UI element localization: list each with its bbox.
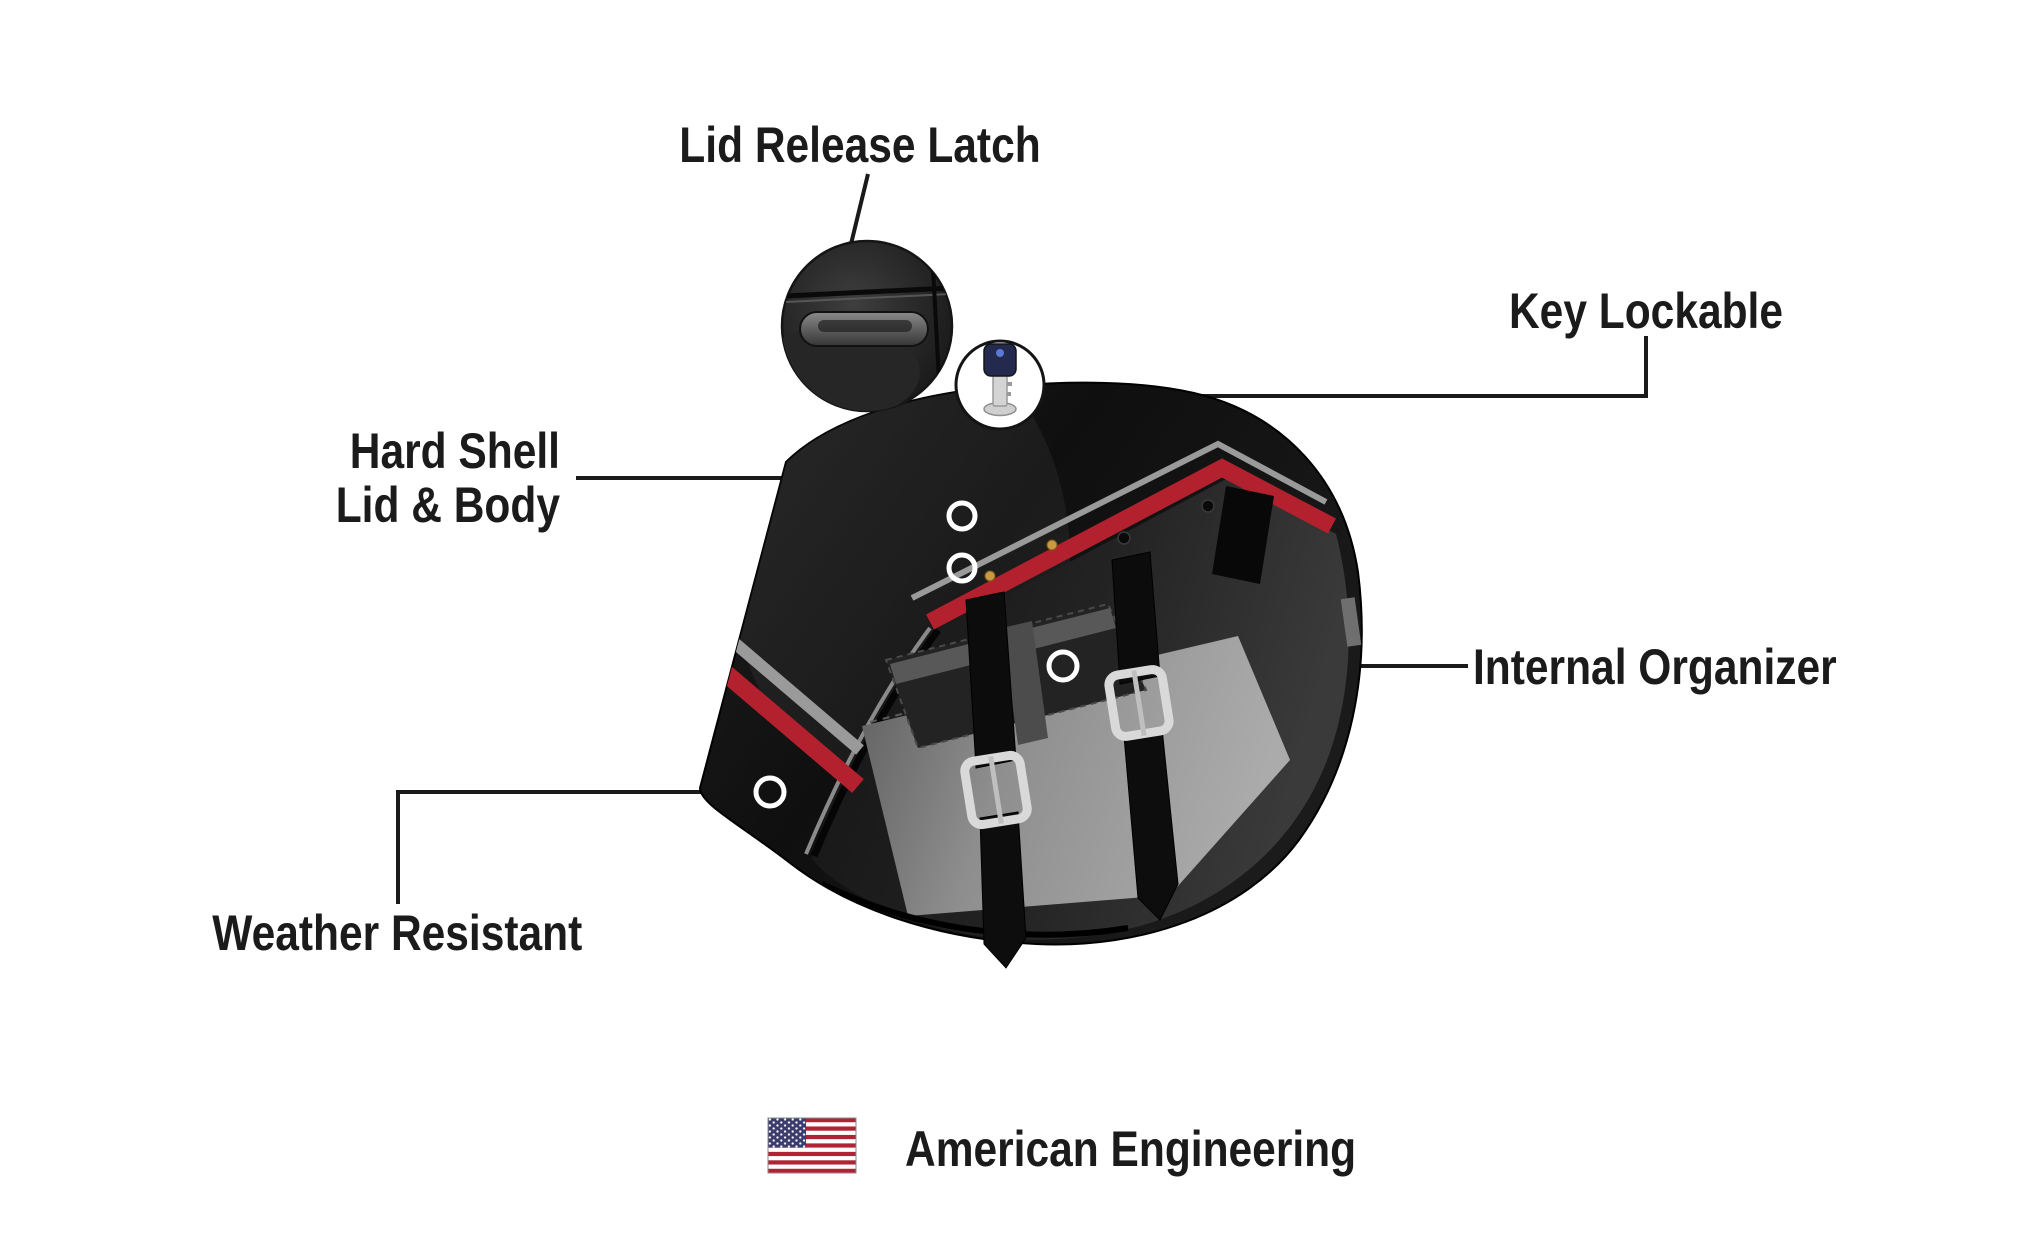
right-edge-tab bbox=[1340, 597, 1362, 647]
strap-tail bbox=[979, 811, 1027, 969]
callout-line-key-lockable bbox=[1186, 336, 1648, 398]
ring-marker-internal-organizer bbox=[1046, 649, 1080, 683]
mounting-straps bbox=[960, 551, 1179, 969]
ring-markers bbox=[753, 500, 1080, 809]
callout-label-internal-organizer: Internal Organizer bbox=[1473, 639, 1837, 695]
rivet-gold bbox=[1046, 539, 1058, 551]
organizer-divider-stem bbox=[1002, 621, 1048, 745]
callout-label-weather-resistant: Weather Resistant bbox=[212, 905, 583, 961]
buckle bbox=[1104, 665, 1174, 741]
callout-label-key-lockable: Key Lockable bbox=[1508, 283, 1784, 339]
callout-line-weather-resistant bbox=[396, 790, 754, 904]
rivet-gold bbox=[984, 570, 996, 582]
ring-marker-hard-shell-lid bbox=[946, 500, 978, 532]
key-head bbox=[983, 343, 1017, 377]
bottom-flap-edge bbox=[820, 881, 1129, 938]
callout-label-hard-shell: Hard Shell Lid & Body bbox=[305, 424, 560, 532]
hard-shell-line1: Hard Shell bbox=[349, 423, 560, 479]
hard-shell-line2: Lid & Body bbox=[335, 477, 560, 533]
screw-dark bbox=[1117, 531, 1131, 545]
ring-marker-weather-resistant bbox=[753, 775, 787, 809]
ring-marker-hard-shell-body bbox=[946, 552, 978, 584]
key-icon bbox=[954, 339, 1046, 431]
rim-red-stripe bbox=[926, 458, 1336, 630]
callout-label-lid-release-latch: Lid Release Latch bbox=[679, 117, 1041, 173]
buckle bbox=[960, 750, 1032, 830]
strap-anchor-plate bbox=[1212, 486, 1274, 584]
us-flag-icon bbox=[767, 1117, 857, 1174]
footer-text: American Engineering bbox=[905, 1121, 1357, 1177]
screw-dark bbox=[1201, 499, 1215, 513]
callout-line-lid-release-latch bbox=[849, 173, 870, 245]
rim-gray-piping bbox=[910, 440, 1328, 601]
latch-closeup-icon bbox=[780, 239, 954, 413]
